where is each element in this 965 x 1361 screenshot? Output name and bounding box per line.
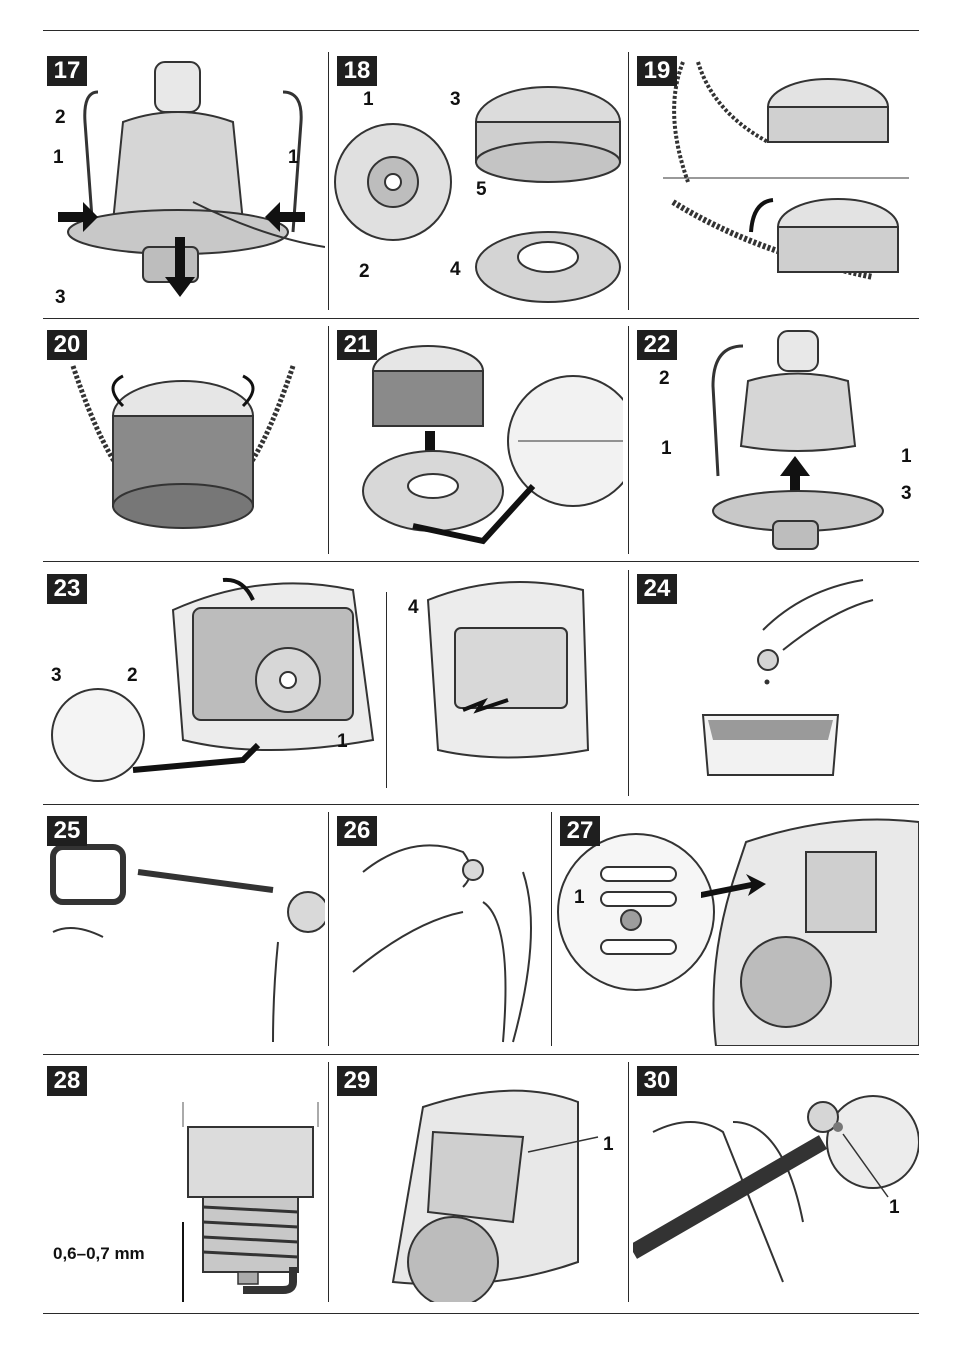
panel-28: 28 0,6–0,7 mm [43,1062,325,1302]
panel-29: 29 1 [333,1062,623,1302]
panel-21: 21 [333,326,623,554]
panel-number: 27 [560,816,600,846]
row-rule-3 [43,804,919,805]
callout-2: 2 [127,666,138,685]
callout-3: 3 [450,90,461,109]
spark-plug-gap-illustration [43,1062,325,1302]
col-rule [328,1062,329,1302]
callout-3: 3 [901,484,912,503]
engine-housing-illustration [556,812,919,1046]
callout-1: 1 [574,888,585,907]
col-rule [328,812,329,1046]
callout-1-left: 1 [53,148,64,167]
callout-3: 3 [51,666,62,685]
panel-number: 23 [47,574,87,604]
trimmer-head-illustration [43,52,325,310]
callout-5: 5 [476,180,487,199]
panel-22: 22 1 1 2 3 [633,326,919,554]
panel-number: 26 [337,816,377,846]
panel-number: 17 [47,56,87,86]
panel-30: 30 1 [633,1062,919,1302]
spark-plug-hands-illustration [333,812,547,1046]
panel-19: 19 [633,52,919,310]
panel-number: 24 [637,574,677,604]
panel-17: 17 1 1 2 3 [43,52,325,310]
bottom-rule [43,1313,919,1314]
panel-number: 29 [337,1066,377,1096]
col-rule [628,570,629,796]
panel-number: 20 [47,330,87,360]
callout-1: 1 [337,732,348,751]
col-rule [551,812,552,1046]
col-rule [628,52,629,310]
top-rule [43,30,919,31]
cover-reassembly-illustration [633,326,919,554]
panel-23: 23 1 2 3 4 [43,570,623,796]
gearbox-grease-illustration [633,1062,919,1302]
spark-plug-removal-illustration [43,812,325,1046]
callout-1: 1 [363,90,374,109]
callout-1-right: 1 [288,148,299,167]
panel-number: 19 [637,56,677,86]
panel-25: 25 [43,812,325,1046]
row-rule-1 [43,318,919,319]
panel-number: 22 [637,330,677,360]
spool-insertion-illustration [333,326,623,554]
callout-1: 1 [603,1135,614,1154]
wound-spool-illustration [43,326,325,554]
callout-4: 4 [450,260,461,279]
panel-27: 27 1 [556,812,919,1046]
panel-number: 21 [337,330,377,360]
electrode-gap-label: 0,6–0,7 mm [53,1245,145,1262]
col-rule [328,326,329,554]
panel-18: 18 1 2 3 4 5 [333,52,623,310]
col-rule [628,1062,629,1302]
row-rule-2 [43,561,919,562]
panel-26: 26 [333,812,547,1046]
callout-2: 2 [55,108,66,127]
callout-4: 4 [408,598,419,617]
callout-2: 2 [659,369,670,388]
callout-2: 2 [359,262,370,281]
panel-number: 18 [337,56,377,86]
line-winding-illustration [633,52,919,310]
panel-number: 30 [637,1066,677,1096]
panel-number: 25 [47,816,87,846]
row-rule-4 [43,1054,919,1055]
callout-1: 1 [889,1198,900,1217]
callout-1-right: 1 [901,447,912,466]
panel-24: 24 [633,570,919,796]
col-rule [328,52,329,310]
col-rule [628,326,629,554]
engine-cover-illustration [333,1062,623,1302]
callout-3: 3 [55,288,66,307]
panel-number: 28 [47,1066,87,1096]
panel-20: 20 [43,326,325,554]
callout-1-left: 1 [661,439,672,458]
